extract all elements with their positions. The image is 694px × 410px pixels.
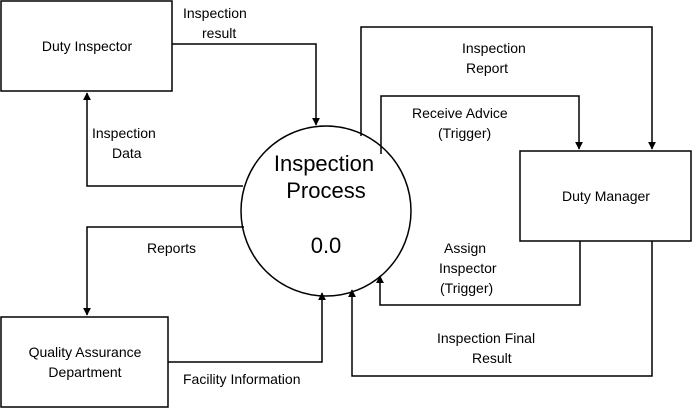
duty-manager-label: Duty Manager <box>562 188 650 204</box>
flow-inspection-result-label-1: Inspection <box>183 5 247 21</box>
flow-inspection-report-label-1: Inspection <box>462 40 526 56</box>
inspection-process: Inspection Process 0.0 <box>240 125 412 297</box>
flow-facility-information: Facility Information <box>168 292 326 387</box>
duty-manager-entity: Duty Manager <box>519 150 692 242</box>
flow-inspection-final-result: Inspection Final Result <box>348 241 653 377</box>
flow-receive-advice: Receive Advice (Trigger) <box>380 95 583 154</box>
process-title-line1: Inspection <box>274 151 374 176</box>
flow-facility-information-label: Facility Information <box>183 371 300 387</box>
flow-inspection-data: Inspection Data <box>83 92 243 187</box>
flow-assign-inspector: Assign Inspector (Trigger) <box>376 240 581 306</box>
flow-assign-label-3: (Trigger) <box>440 280 493 296</box>
duty-inspector-entity: Duty Inspector <box>0 0 173 92</box>
flow-assign-label-1: Assign <box>444 240 486 256</box>
flow-inspection-result: Inspection result <box>172 5 320 126</box>
flow-receive-advice-label-1: Receive Advice <box>412 105 508 121</box>
flow-assign-label-2: Inspector <box>439 260 497 276</box>
qa-department-label-line2: Department <box>48 364 121 380</box>
flow-final-result-label-1: Inspection Final <box>437 330 535 346</box>
flow-inspection-report-label-2: Report <box>466 60 508 76</box>
flow-inspection-data-label-1: Inspection <box>92 125 156 141</box>
flow-reports: Reports <box>83 226 244 316</box>
flow-receive-advice-label-2: (Trigger) <box>438 125 491 141</box>
qa-department-label-line1: Quality Assurance <box>29 344 142 360</box>
flow-final-result-label-2: Result <box>472 350 512 366</box>
flow-reports-label: Reports <box>147 240 196 256</box>
flow-inspection-report: Inspection Report <box>360 26 656 150</box>
process-id: 0.0 <box>311 233 342 258</box>
qa-department-entity: Quality Assurance Department <box>0 316 169 408</box>
flow-inspection-data-label-2: Data <box>112 145 142 161</box>
duty-inspector-label: Duty Inspector <box>42 38 133 54</box>
process-title-line2: Process <box>286 178 365 203</box>
flow-inspection-result-label-2: result <box>202 25 236 41</box>
